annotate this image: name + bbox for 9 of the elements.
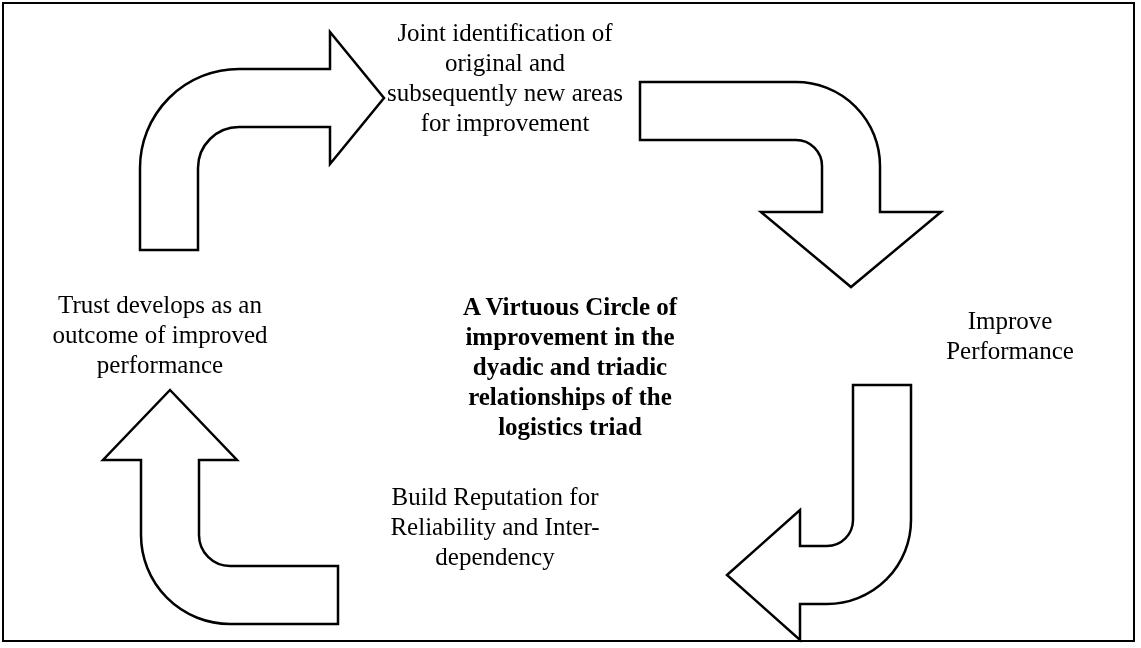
step-text: Improve Performance <box>935 306 1085 366</box>
curved-block-arrow <box>101 388 340 626</box>
step-text: Build Reputation for Reliability and Inter-dependency <box>345 482 645 572</box>
curved-block-arrow <box>138 30 386 252</box>
curved-block-arrow <box>725 383 913 642</box>
step-text: Joint identification of original and subsequently new areas for improvement <box>385 18 625 138</box>
diagram-title: A Virtuous Circle of improvement in the dyadic and triadic relationships of the logistics triad <box>461 292 679 442</box>
step-text: Trust develops as an outcome of improved performance <box>40 290 280 380</box>
curved-block-arrow <box>638 80 943 289</box>
